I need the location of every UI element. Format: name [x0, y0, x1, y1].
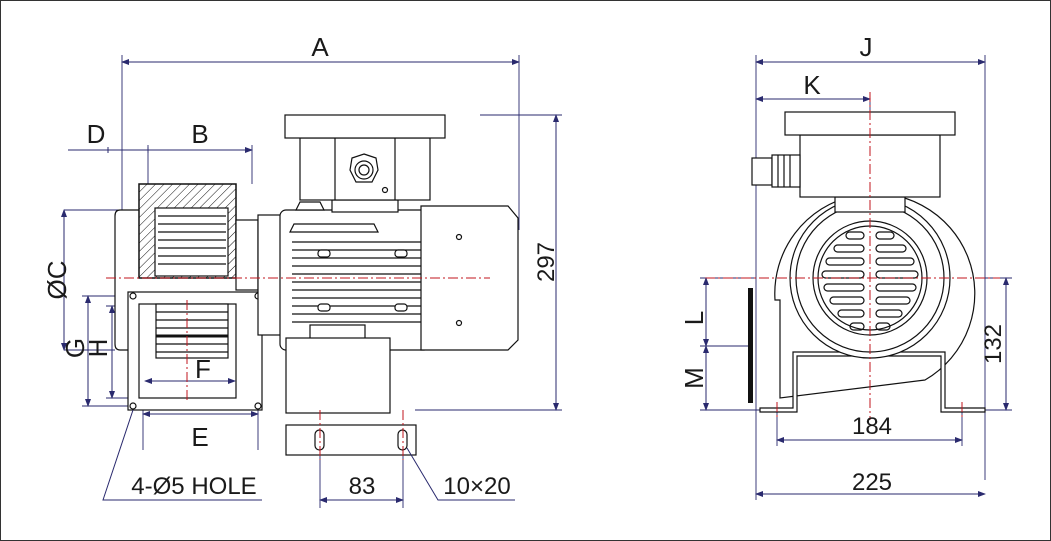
label-foot-inner: 184 [852, 413, 892, 440]
grill-slots [821, 231, 919, 331]
label-k: K [803, 70, 821, 100]
front-view: J K L M 132 [679, 32, 1012, 500]
cable-gland [751, 157, 773, 186]
label-c: ØC [42, 261, 72, 300]
label-g: G [60, 338, 90, 358]
motor-base [285, 337, 391, 414]
side-view: A D B ØC G H F [42, 32, 562, 508]
terminal-box-lid [284, 114, 446, 139]
mounting-bracket [759, 351, 986, 413]
label-h: H [83, 339, 113, 358]
label-shaft-height: 132 [980, 324, 1007, 364]
motor-fins [292, 241, 430, 323]
label-m: M [679, 367, 709, 389]
label-f: F [195, 354, 211, 384]
cable-gland [349, 153, 379, 183]
terminal-box [299, 137, 431, 201]
impeller-bottom [155, 303, 229, 359]
label-height-297: 297 [533, 242, 560, 282]
label-foot-spacing: 83 [349, 473, 376, 500]
outlet-flange-edge [748, 288, 753, 403]
label-b: B [191, 119, 208, 149]
label-d: D [87, 119, 106, 149]
label-slot-size: 10×20 [443, 473, 510, 500]
label-holes: 4-Ø5 HOLE [131, 473, 256, 500]
foot-plate [285, 424, 417, 456]
label-a: A [311, 32, 329, 62]
label-l: L [679, 311, 709, 325]
label-e: E [191, 422, 208, 452]
label-foot-outer: 225 [852, 469, 892, 496]
label-j: J [860, 32, 873, 62]
impeller-top [154, 207, 229, 277]
